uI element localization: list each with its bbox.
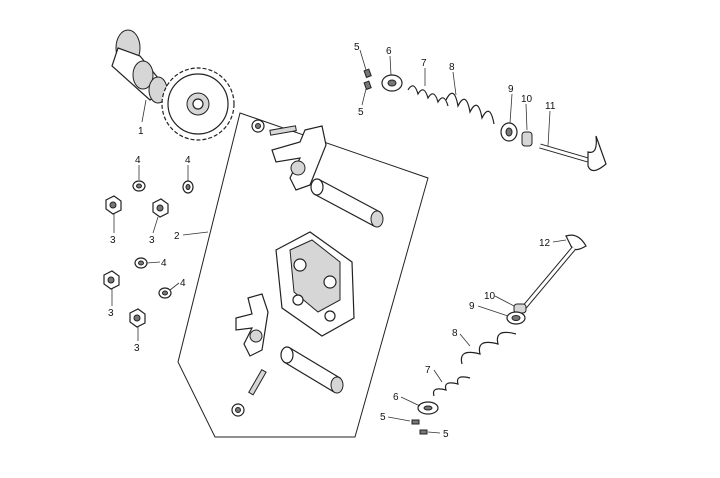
callout-7-lower-inner-spring: 7: [425, 365, 431, 376]
callout-9-lower-seat: 9: [469, 301, 475, 312]
rocker-holder: [275, 231, 355, 337]
nut-b: [152, 198, 169, 218]
upper-inner-spring: [407, 85, 449, 107]
lower-retainer: [417, 401, 439, 415]
callout-3-nut-a: 3: [110, 235, 116, 246]
callout-5-lower-keeper-a: 5: [380, 412, 386, 423]
callout-9-upper-seat: 9: [508, 84, 514, 95]
lower-keeper-a: [411, 419, 420, 425]
callout-12-exhaust-valve: 12: [539, 238, 551, 249]
callout-8-upper-outer-spring: 8: [449, 62, 455, 73]
callout-8-lower-outer-spring: 8: [452, 328, 458, 339]
rocker-shaft-upper: [310, 178, 384, 228]
callout-7-upper-inner-spring: 7: [421, 58, 427, 69]
washer-a: [132, 180, 146, 192]
callout-6-upper-retainer: 6: [386, 46, 392, 57]
washer-d: [158, 287, 172, 299]
callout-4-washer-a: 4: [135, 155, 141, 166]
exhaust-valve: [520, 234, 587, 312]
upper-keeper-b: [363, 80, 372, 91]
callout-1-camshaft: 1: [138, 126, 144, 137]
rocker-arm-upper: [271, 125, 327, 191]
rocker-shaft-lower: [280, 346, 344, 394]
rocker-assembly-frame: [177, 112, 429, 438]
lower-inner-spring: [432, 376, 471, 397]
washer-c: [134, 257, 148, 269]
upper-keeper-a: [363, 68, 372, 79]
callout-4-washer-c: 4: [161, 258, 167, 269]
camshaft: [111, 29, 235, 141]
washer-b: [182, 180, 194, 194]
upper-seat: [500, 122, 518, 142]
upper-retainer: [381, 74, 403, 92]
callout-4-washer-d: 4: [180, 278, 186, 289]
callout-4-washer-b: 4: [185, 155, 191, 166]
lower-outer-spring: [460, 331, 517, 365]
callout-5-upper-keeper-a: 5: [354, 42, 360, 53]
callout-5-lower-keeper-b: 5: [443, 429, 449, 440]
upper-seal: [521, 131, 533, 147]
nut-c: [103, 270, 120, 290]
callout-10-upper-seal: 10: [521, 94, 533, 105]
adjuster-screw-upper: [251, 119, 297, 136]
callout-3-nut-b: 3: [149, 235, 155, 246]
intake-valve: [539, 135, 607, 172]
upper-outer-spring: [445, 92, 495, 125]
callout-10-lower-seal: 10: [484, 291, 496, 302]
callout-6-lower-retainer: 6: [393, 392, 399, 403]
callout-3-nut-c: 3: [108, 308, 114, 319]
nut-d: [129, 308, 146, 328]
callout-2-rocker-assembly: 2: [174, 231, 180, 242]
rocker-arm-lower: [235, 293, 269, 357]
adjuster-screw-lower: [231, 369, 267, 417]
callout-5-upper-keeper-b: 5: [358, 107, 364, 118]
nut-a: [105, 195, 122, 215]
lower-keeper-b: [419, 429, 428, 435]
callout-3-nut-d: 3: [134, 343, 140, 354]
lower-seat: [506, 311, 526, 325]
callout-11-intake-valve: 11: [545, 101, 556, 112]
